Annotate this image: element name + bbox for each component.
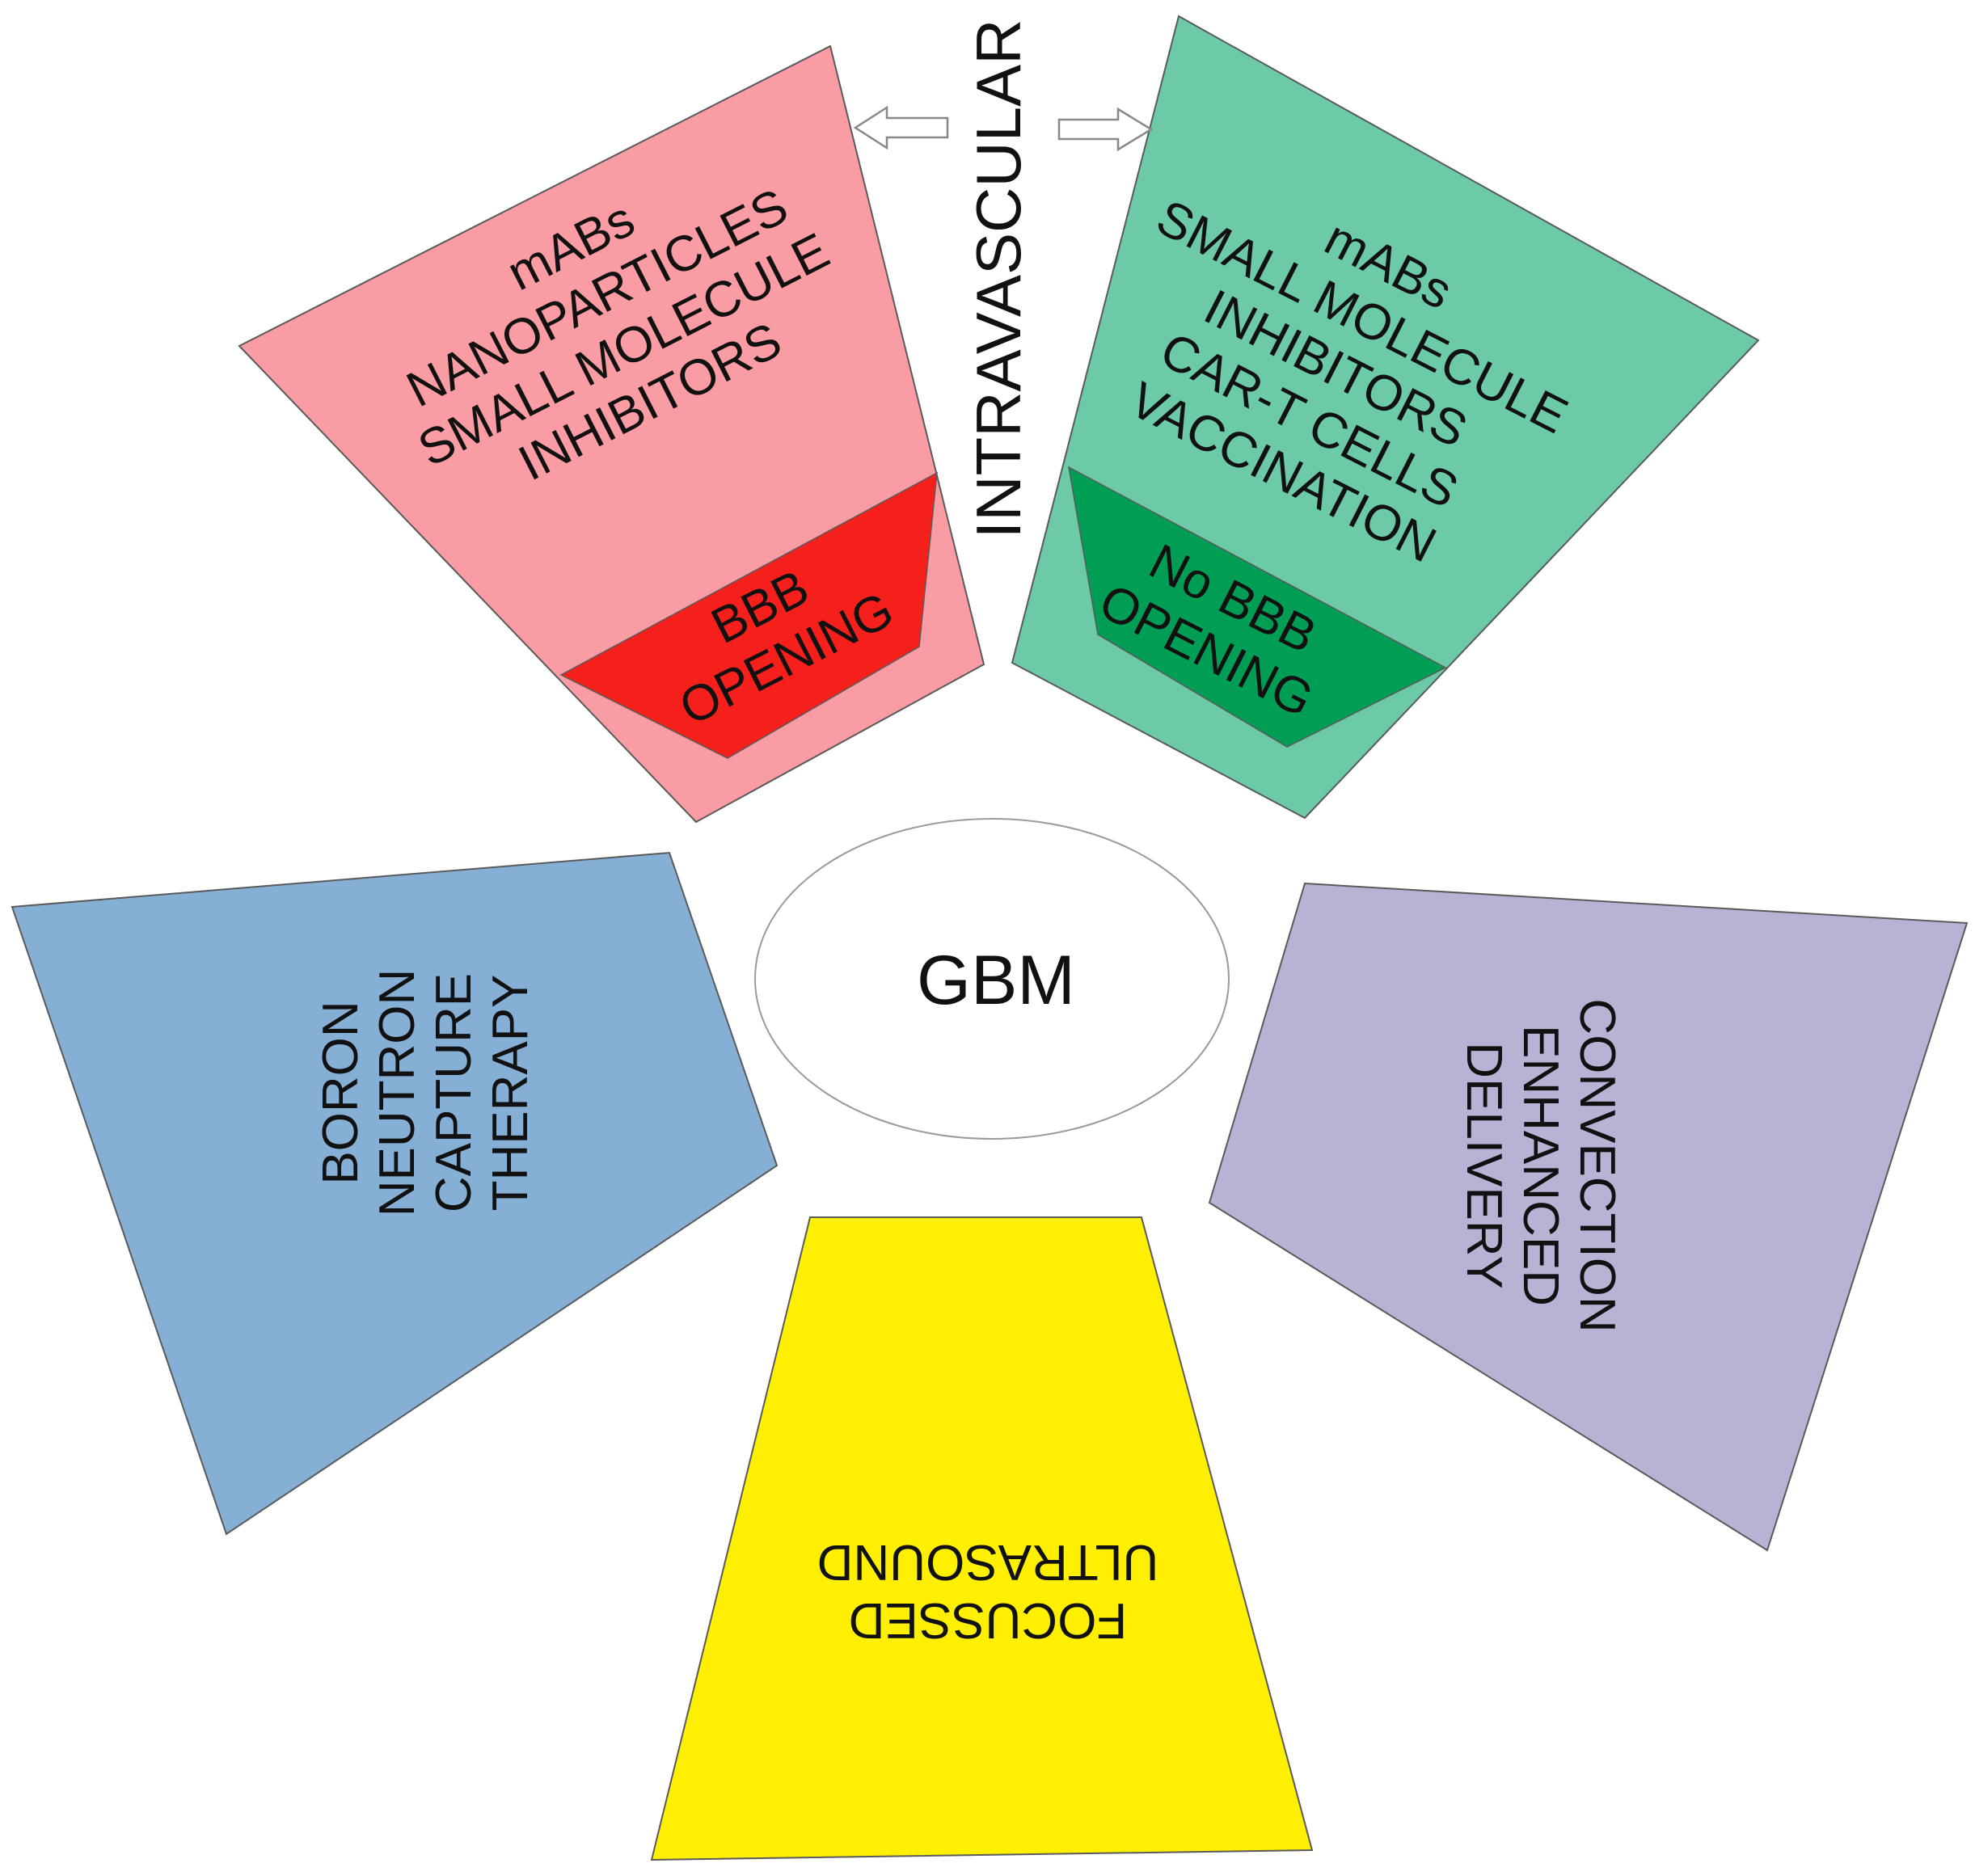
panel-bnct-line-2: NEUTRON (369, 969, 425, 1217)
left-arrow-icon (853, 105, 949, 150)
intravascular-label: INTRAVASCULAR (963, 19, 1034, 539)
panel-bbb-opening: mABs NANOPARTICLES SMALL MOLECULE INHIBI… (238, 44, 985, 824)
center-ellipse (754, 818, 1230, 1140)
panel-no-bbb-opening-tab (1067, 466, 1447, 748)
panel-bnct: BORON NEUTRON CAPTURE THERAPY (11, 851, 779, 1536)
panel-ced-text: CONVECTION ENHANCED DELIVERY (1456, 998, 1625, 1332)
panel-fus-line-1: FOCUSSED (849, 1592, 1127, 1648)
panel-bbb-opening-tab (559, 471, 938, 759)
panel-no-bbb-opening: mABs SMALL MOLECULE INHIBITORS CAR-T CEL… (1011, 15, 1760, 820)
panel-ced-line-2: ENHANCED (1513, 1025, 1568, 1306)
panel-fus-shape (650, 1216, 1314, 1861)
panel-fus-line-2: ULTRASOUND (817, 1534, 1159, 1590)
panel-fus: FOCUSSED ULTRASOUND (650, 1216, 1314, 1861)
panel-bnct-line-4: THERAPY (483, 975, 538, 1212)
panel-ced-line-1: CONVECTION (1569, 998, 1625, 1332)
panel-fus-text: FOCUSSED ULTRASOUND (817, 1534, 1159, 1648)
panel-bnct-line-3: CAPTURE (426, 973, 482, 1212)
panel-ced-line-3: DELIVERY (1456, 1042, 1512, 1289)
center-gbm: GBM (754, 818, 1230, 1140)
center-label: GBM (917, 942, 1075, 1019)
panel-ced: CONVECTION ENHANCED DELIVERY (1208, 882, 1969, 1552)
panel-ced-shape (1208, 882, 1969, 1552)
panel-bnct-shape (11, 851, 779, 1536)
panel-bnct-line-1: BORON (313, 1001, 369, 1184)
panel-bnct-text: BORON NEUTRON CAPTURE THERAPY (313, 969, 538, 1217)
right-arrow-icon (1057, 107, 1154, 152)
